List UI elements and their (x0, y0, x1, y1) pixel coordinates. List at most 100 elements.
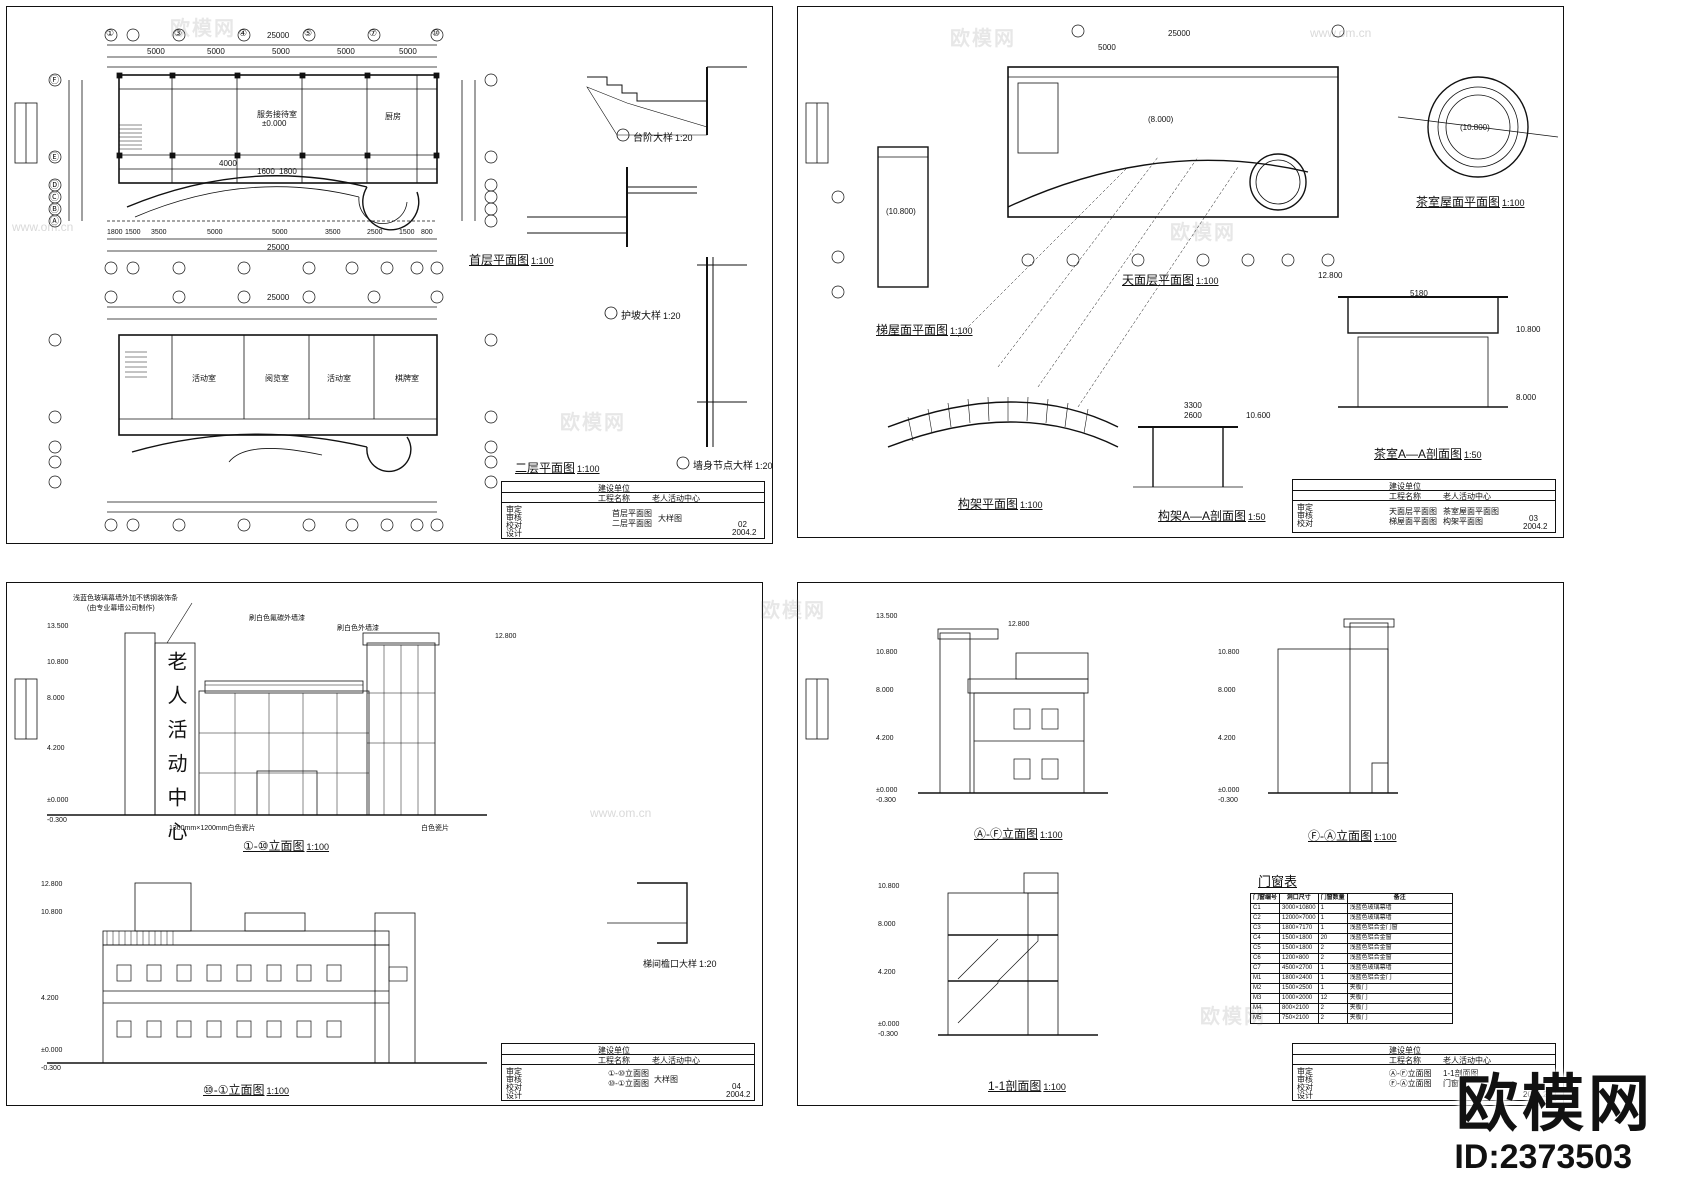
tb-project-name: 老人活动中心 (652, 1056, 700, 1065)
dimension-bay: 5000 (399, 47, 417, 56)
tb-role: 审核 (1297, 511, 1313, 520)
drawing-sheet-02: 服务接待室 ±0.000 厨房 4000 1800 1600 25000 250… (6, 6, 773, 544)
tb-sheet-no: 02 (738, 520, 747, 529)
dimension-label: 3300 (1184, 401, 1202, 410)
level-label: -0.300 (47, 817, 67, 824)
title-block: 建设单位 工程名称 老人活动中心 审定 审核 校对 设计 ①-⑩立面图 ⑩-①立… (501, 1043, 755, 1101)
title-block: 建设单位 工程名称 老人活动中心 审定 审核 校对 设计 Ⓐ-Ⓕ立面图 Ⓕ-Ⓐ立… (1292, 1043, 1556, 1101)
tb-project-name: 老人活动中心 (1443, 1056, 1491, 1065)
table-cell: 浅蓝色铝合金窗 (1346, 933, 1453, 944)
plan-title-tearoom-roof-scale: 1:100 (1502, 198, 1525, 208)
level-label: 10.800 (1218, 649, 1240, 656)
table-header: 备注 (1346, 893, 1453, 904)
table-cell: 2 (1317, 943, 1348, 954)
axis-label: Ⓑ (50, 204, 60, 214)
table-header: 门窗数量 (1317, 893, 1348, 904)
section-title-trellis-scale: 1:50 (1248, 512, 1266, 522)
level-label: 12.800 (1008, 621, 1030, 628)
table-cell: 夹板门 (1346, 1013, 1453, 1024)
section-title-tearoom-scale: 1:50 (1464, 450, 1482, 460)
dimension-bay: 5000 (337, 47, 355, 56)
tb-content: 构架平面图 (1443, 517, 1483, 526)
table-cell: 浅蓝色铝合金窗 (1346, 943, 1453, 954)
level-label: 10.800 (41, 909, 63, 916)
tb-content: 茶室屋面平面图 (1443, 507, 1499, 516)
watermark-text: 欧模网 (950, 28, 1016, 50)
table-cell: 4500×2700 (1279, 963, 1319, 974)
sign-char: 中 (164, 787, 186, 821)
level-label: -0.300 (1218, 797, 1238, 804)
table-cell: 浅蓝色玻璃幕墙 (1346, 903, 1453, 914)
table-cell: 1800×7170 (1279, 923, 1319, 934)
tb-role: 设计 (1297, 1091, 1313, 1100)
room-label: 活动室 (192, 374, 216, 383)
level-label: -0.300 (878, 1031, 898, 1038)
tb-content: 1-1剖面图 (1443, 1069, 1479, 1078)
sign-char: 人 (164, 685, 186, 719)
tb-project-name-label: 工程名称 (1389, 492, 1421, 501)
sign-char: 老 (164, 651, 186, 685)
tb-role: 审核 (506, 513, 522, 522)
door-window-table-title: 门窗表 (1258, 874, 1298, 889)
table-cell: 夹板门 (1346, 1003, 1453, 1014)
level-label: ±0.000 (262, 119, 287, 128)
watermark-text: 欧模网 (560, 412, 626, 434)
tb-content: Ⓕ-Ⓐ立面图 (1389, 1079, 1432, 1088)
detail-title-scale: 1:20 (755, 461, 773, 471)
watermark-site: www.om.cn (590, 806, 652, 820)
table-cell: 1 (1317, 913, 1348, 924)
note-text: 1300mm×1200mm白色瓷片 (169, 825, 256, 832)
level-label: 4.200 (876, 735, 894, 742)
tb-sheet-no: 04 (732, 1082, 741, 1091)
plan-title-trellis-text: 构架平面图 (958, 497, 1019, 511)
tb-date: 2004.2 (726, 1090, 751, 1099)
watermark-site: www.om.cn (1310, 26, 1372, 40)
table-cell: 夹板门 (1346, 993, 1453, 1004)
tb-design-unit: 建设单位 (598, 1046, 630, 1055)
table-cell: 浅蓝色铝合金门 (1346, 973, 1453, 984)
tb-content: Ⓐ-Ⓕ立面图 (1389, 1069, 1432, 1078)
axis-label: Ⓓ (50, 180, 60, 190)
tb-date: 2004.2 (1523, 522, 1548, 531)
axis-label: ① (106, 28, 115, 38)
level-label: -0.300 (876, 797, 896, 804)
tb-date: 2004.2 (732, 528, 757, 537)
tb-project-name-label: 工程名称 (598, 494, 630, 503)
level-label: 4.200 (41, 995, 59, 1002)
tb-role: 审定 (1297, 1067, 1313, 1076)
level-label: ±0.000 (47, 797, 69, 804)
axis-label: ③ (174, 28, 183, 38)
tb-design-unit: 建设单位 (1389, 1046, 1421, 1055)
plan-title-trellis-scale: 1:100 (1020, 500, 1043, 510)
sign-char: 心 (164, 821, 186, 855)
level-label: ±0.000 (876, 787, 898, 794)
detail-title-text: 台阶大样 (633, 133, 673, 144)
dimension-total-bottom: 25000 (267, 243, 290, 252)
drawing-sheet-03: 25000 5000 (8.000) (10.800) (10.800) 12.… (797, 6, 1564, 538)
elevation-title-f-a-text: Ⓕ-Ⓐ立面图 (1308, 829, 1372, 843)
table-cell: 浅蓝色玻璃幕墙 (1346, 913, 1453, 924)
table-cell: 1 (1317, 903, 1348, 914)
level-label: (10.800) (1460, 123, 1490, 132)
table-cell: 1500×1800 (1279, 933, 1319, 944)
axis-label: Ⓕ (50, 75, 60, 85)
table-cell: 800×2100 (1279, 1003, 1319, 1014)
level-label: ±0.000 (878, 1021, 900, 1028)
axis-label: Ⓐ (50, 216, 60, 226)
tb-project-name-label: 工程名称 (1389, 1056, 1421, 1065)
table-cell: C7 (1249, 963, 1281, 974)
tb-project-name: 老人活动中心 (652, 494, 700, 503)
table-cell: C4 (1249, 933, 1281, 944)
tb-role: 设计 (506, 529, 522, 538)
level-label: ±0.000 (41, 1047, 63, 1054)
table-cell: M2 (1249, 983, 1281, 994)
title-block: 建设单位 工程名称 老人活动中心 审定 审核 校对 设计 首层平面图 二层平面图… (501, 481, 765, 539)
